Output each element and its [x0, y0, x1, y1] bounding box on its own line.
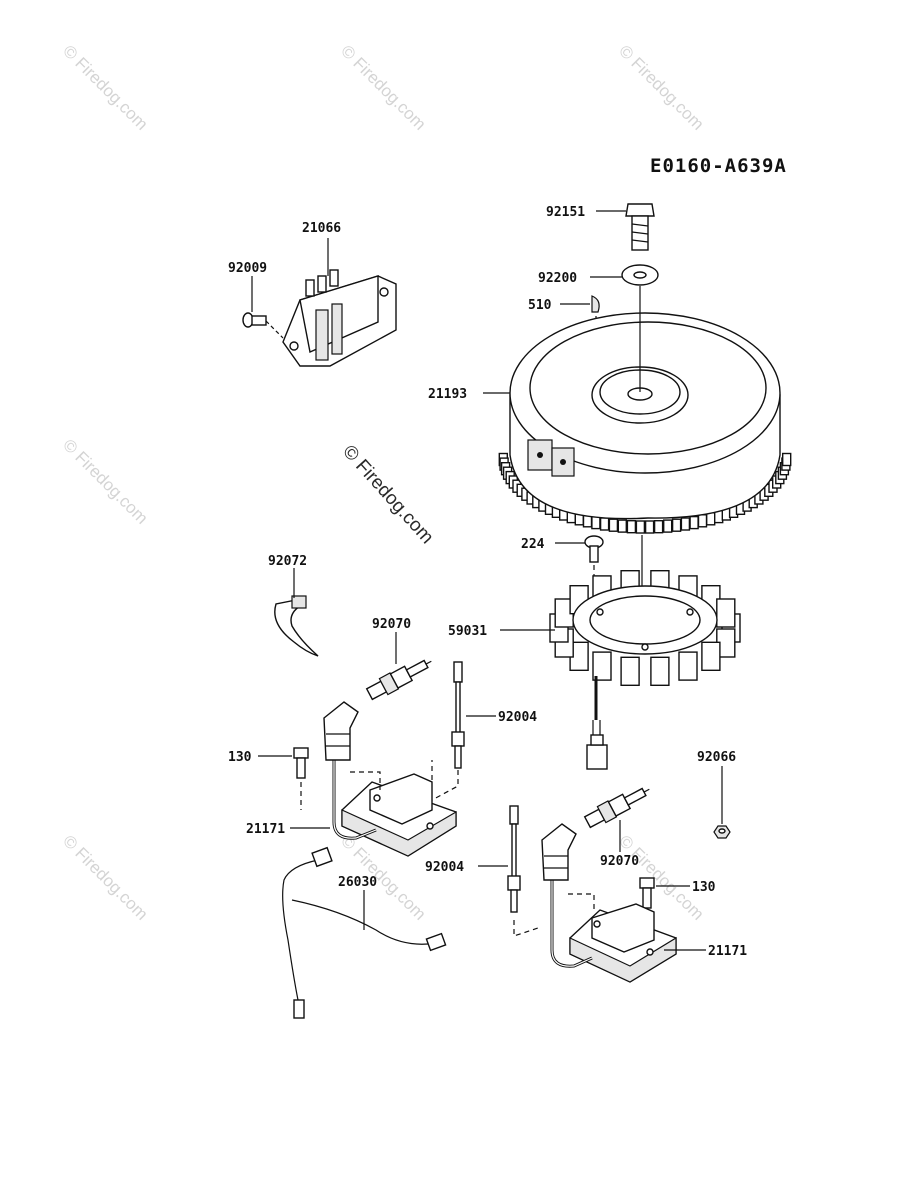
flywheel-tooth	[653, 520, 664, 534]
part-label-26030: 26030	[338, 875, 377, 890]
flywheel-tooth	[689, 515, 699, 530]
ignition-coil-21171-a[interactable]	[323, 701, 457, 857]
stator-59031[interactable]	[549, 570, 741, 770]
ignition-coil-21171-b[interactable]	[541, 823, 677, 983]
stator-pole	[592, 651, 612, 681]
bolt-130-b[interactable]	[639, 877, 655, 909]
part-label-92070-a: 92070	[372, 617, 411, 632]
part-label-224: 224	[521, 537, 545, 552]
stator-pole	[701, 641, 721, 671]
part-label-92200: 92200	[538, 271, 577, 286]
part-label-92004-b: 92004	[425, 860, 464, 875]
flywheel-21193[interactable]	[498, 312, 792, 534]
part-label-92151: 92151	[546, 205, 585, 220]
bolt-130-a[interactable]	[293, 747, 309, 779]
part-label-92066: 92066	[697, 750, 736, 765]
flywheel-tooth	[697, 514, 708, 528]
flywheel-tooth	[680, 517, 691, 531]
watermark-center: © Firedog.com	[338, 441, 437, 548]
stud-92004-a[interactable]	[451, 661, 465, 769]
stator-pole	[716, 598, 736, 628]
watermark: © Firedog.com	[615, 41, 707, 133]
part-label-59031: 59031	[448, 624, 487, 639]
watermark: © Firedog.com	[59, 831, 151, 923]
regulator-21066[interactable]	[282, 269, 397, 367]
flywheel-tooth	[591, 515, 601, 530]
flywheel-tooth	[706, 512, 716, 526]
key-510[interactable]	[591, 295, 600, 313]
spark-plug-92070-a[interactable]	[365, 653, 435, 702]
stator-pole	[650, 656, 670, 686]
part-label-92009: 92009	[228, 261, 267, 276]
stud-92004-b[interactable]	[507, 805, 521, 913]
part-label-130-a: 130	[228, 750, 252, 765]
part-label-21171-a: 21171	[246, 822, 285, 837]
bolt-92151[interactable]	[625, 203, 655, 251]
flywheel-tooth	[608, 518, 619, 532]
diagram-code: E0160-A639A	[650, 155, 787, 177]
flywheel-tooth	[599, 517, 610, 531]
flywheel-tooth	[635, 520, 646, 534]
stator-pole	[678, 651, 698, 681]
wire-harness-26030[interactable]	[282, 846, 447, 1019]
flywheel-tooth	[644, 520, 655, 534]
washer-92200[interactable]	[621, 264, 659, 286]
spark-plug-92070-b[interactable]	[583, 781, 653, 830]
part-label-92070-b: 92070	[600, 854, 639, 869]
screw-224[interactable]	[584, 535, 604, 563]
stator-pole	[620, 656, 640, 686]
part-label-21066: 21066	[302, 221, 341, 236]
flywheel-tooth	[626, 520, 637, 534]
part-label-130-b: 130	[692, 880, 716, 895]
part-label-510: 510	[528, 298, 552, 313]
nut-92066[interactable]	[713, 825, 731, 839]
screw-92009[interactable]	[242, 312, 267, 328]
clamp-92072[interactable]	[274, 595, 319, 657]
watermark: © Firedog.com	[59, 435, 151, 527]
watermark: © Firedog.com	[337, 41, 429, 133]
part-label-21171-b: 21171	[708, 944, 747, 959]
flywheel-tooth	[663, 519, 673, 533]
flywheel-tooth	[782, 452, 792, 467]
part-label-21193: 21193	[428, 387, 467, 402]
watermark: © Firedog.com	[59, 41, 151, 133]
flywheel-tooth	[671, 518, 682, 532]
part-label-92072: 92072	[268, 554, 307, 569]
part-label-92004-a: 92004	[498, 710, 537, 725]
flywheel-tooth	[617, 519, 627, 533]
